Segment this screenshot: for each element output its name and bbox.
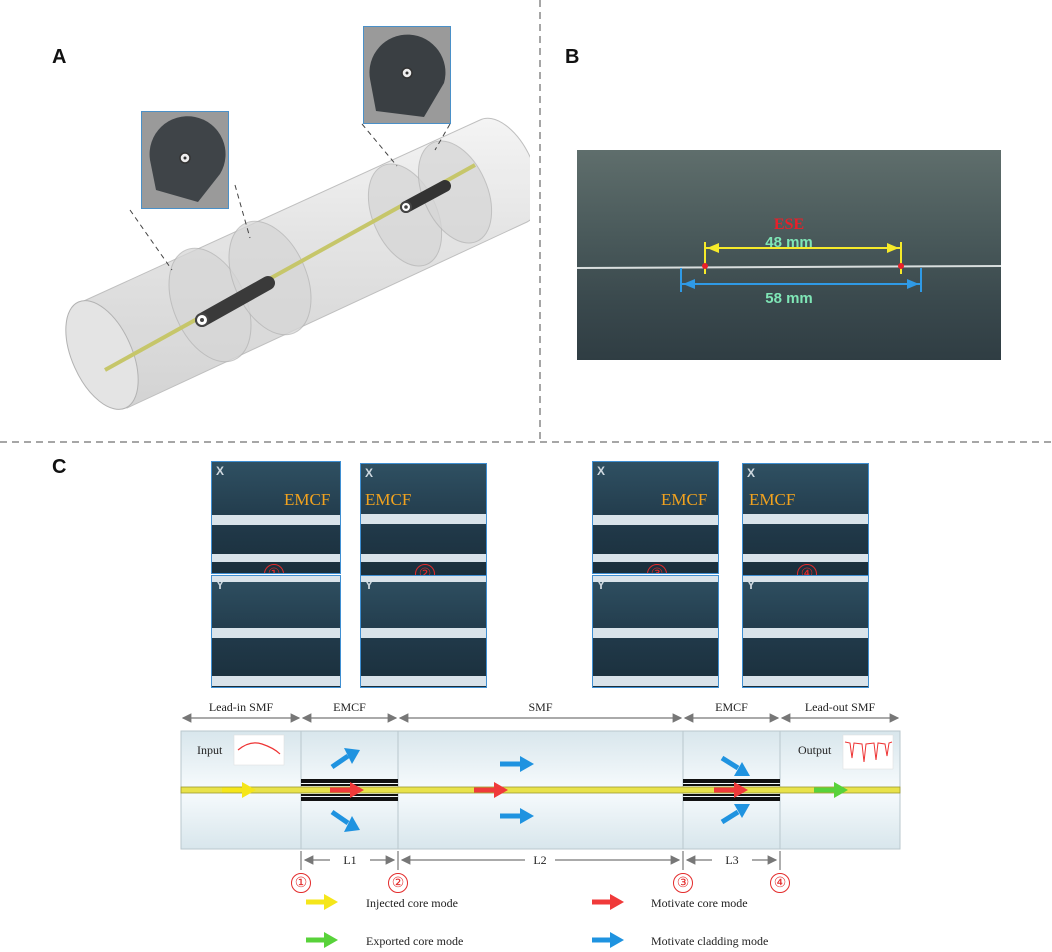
axis-y-label: Y bbox=[365, 578, 374, 592]
segment-label-emcf-1: EMCF bbox=[333, 700, 366, 714]
legend-motivate-core-mode: Motivate core mode bbox=[651, 896, 748, 910]
length-label-l1: L1 bbox=[343, 853, 357, 867]
splice-number-4: ④ bbox=[770, 873, 790, 893]
cross-section-photo-left bbox=[141, 111, 229, 209]
fiber-band bbox=[361, 554, 486, 562]
number-3: ③ bbox=[647, 564, 667, 573]
fiber-band bbox=[361, 576, 486, 582]
fiber-band bbox=[361, 628, 486, 638]
fiber-end-face-icon bbox=[364, 27, 450, 123]
micrograph-4-x: X EMCF ④ bbox=[742, 463, 869, 576]
fiber-band bbox=[593, 628, 718, 638]
micrograph-3-y: Y bbox=[592, 575, 719, 688]
measurement-overlay bbox=[577, 242, 1001, 292]
panel-c-label: C bbox=[52, 456, 67, 478]
input-label: Input bbox=[197, 743, 223, 757]
output-label: Output bbox=[798, 743, 832, 757]
axis-x-label: X bbox=[216, 464, 225, 478]
emcf-label: EMCF bbox=[365, 490, 412, 509]
fiber-band bbox=[593, 515, 718, 525]
cross-section-photo-right bbox=[363, 26, 451, 124]
legend-motivate-cladding-mode: Motivate cladding mode bbox=[651, 934, 769, 948]
micrograph-2-x: X EMCF ② bbox=[360, 463, 487, 576]
emcf-label: EMCF bbox=[284, 490, 331, 509]
length-48mm: 48 mm bbox=[765, 234, 813, 251]
length-58mm: 58 mm bbox=[765, 290, 813, 307]
splice-number-3: ③ bbox=[673, 873, 693, 893]
fiber-band bbox=[743, 628, 868, 638]
fiber-band bbox=[743, 514, 868, 524]
micrograph-4-y: Y bbox=[742, 575, 869, 688]
panel-b-label: B bbox=[565, 46, 580, 68]
fiber-end-face-icon bbox=[142, 112, 228, 208]
fiber-band bbox=[212, 628, 340, 638]
motivate-core-mode-arrow bbox=[330, 782, 364, 798]
fiber-band bbox=[361, 514, 486, 524]
micrograph-1-x: X EMCF ① bbox=[211, 461, 341, 574]
legend-exported-arrow-icon bbox=[306, 932, 338, 948]
fiber-band bbox=[743, 554, 868, 562]
segment-label-lead-in-smf: Lead-in SMF bbox=[208, 700, 274, 714]
fiber-band bbox=[593, 576, 718, 582]
emcf-label: EMCF bbox=[749, 490, 796, 509]
splice-number-1: ① bbox=[291, 873, 311, 893]
fiber-microscope-photo: ESE 48 mm 58 mm bbox=[577, 150, 1001, 360]
legend-injected-core-mode: Injected core mode bbox=[366, 896, 458, 910]
length-label-l2: L2 bbox=[533, 853, 547, 867]
legend-injected-arrow-icon bbox=[306, 894, 338, 910]
legend-motivate-cladding-arrow-icon bbox=[592, 932, 624, 948]
axis-y-label: Y bbox=[216, 578, 225, 592]
splice-number-2: ② bbox=[388, 873, 408, 893]
axis-y-label: Y bbox=[597, 578, 606, 592]
injected-core-mode-arrow bbox=[222, 782, 256, 798]
axis-x-label: X bbox=[365, 466, 374, 480]
legend-swatches bbox=[306, 894, 624, 948]
segment-label-lead-out-smf: Lead-out SMF bbox=[804, 700, 876, 714]
micrograph-3-x: X EMCF ③ bbox=[592, 461, 719, 574]
length-label-l3: L3 bbox=[725, 853, 739, 867]
fiber-band bbox=[212, 554, 340, 562]
fiber-band bbox=[743, 676, 868, 686]
motivate-cladding-mode-arrows bbox=[330, 748, 750, 832]
emcf-label: EMCF bbox=[661, 490, 708, 509]
fiber-band bbox=[743, 576, 868, 582]
motivate-core-mode-arrow bbox=[714, 782, 748, 798]
legend-exported-core-mode: Exported core mode bbox=[366, 934, 464, 948]
segment-label-emcf-2: EMCF bbox=[715, 700, 748, 714]
fiber-band bbox=[212, 515, 340, 525]
panel-a-label: A bbox=[52, 46, 67, 68]
fiber-band bbox=[212, 676, 340, 686]
axis-x-label: X bbox=[597, 464, 606, 478]
axis-y-label: Y bbox=[747, 578, 756, 592]
micrograph-2-y: Y bbox=[360, 575, 487, 688]
fiber-band bbox=[212, 576, 340, 582]
number-1: ① bbox=[264, 564, 284, 573]
segment-label-smf: SMF bbox=[528, 700, 553, 714]
axis-x-label: X bbox=[747, 466, 756, 480]
exported-core-mode-arrow bbox=[814, 782, 848, 798]
legend-motivate-core-arrow-icon bbox=[592, 894, 624, 910]
ese-label: ESE bbox=[773, 216, 805, 233]
micrograph-1-y: Y bbox=[211, 575, 341, 688]
fiber-band bbox=[593, 554, 718, 562]
fiber-band bbox=[593, 676, 718, 686]
motivate-core-mode-arrow bbox=[474, 782, 508, 798]
fiber-schematic bbox=[180, 713, 901, 870]
fiber-band bbox=[361, 676, 486, 686]
fiber-3d-illustration bbox=[65, 117, 530, 410]
